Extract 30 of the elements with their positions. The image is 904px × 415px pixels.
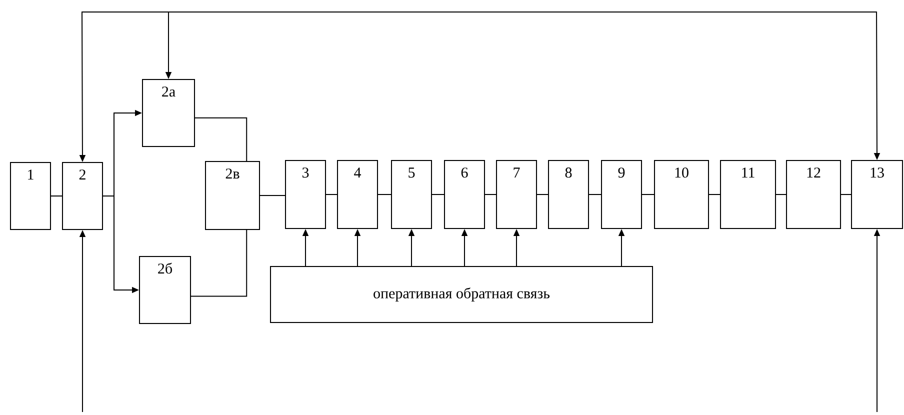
process-box: 10 bbox=[654, 160, 709, 229]
process-box: 7 bbox=[496, 160, 537, 229]
process-box: 5 bbox=[391, 160, 432, 229]
process-box: 2в bbox=[205, 161, 260, 230]
process-box: 2а bbox=[142, 79, 195, 147]
process-box: 11 bbox=[720, 160, 776, 229]
connector-line bbox=[776, 194, 786, 195]
connector-line bbox=[378, 194, 392, 195]
process-box: 2 bbox=[62, 162, 103, 230]
process-box: 1 bbox=[10, 162, 51, 230]
process-box: 9 bbox=[601, 160, 642, 229]
feedback-box: оперативная обратная связь bbox=[270, 266, 653, 323]
connector-line bbox=[642, 194, 654, 195]
process-box: 8 bbox=[548, 160, 589, 229]
connector-line bbox=[536, 194, 548, 195]
connector-line bbox=[432, 194, 444, 195]
connector-line bbox=[840, 194, 852, 195]
connector-line bbox=[260, 195, 286, 196]
process-box: 13 bbox=[851, 160, 904, 229]
connector-line bbox=[484, 194, 496, 195]
connector-line bbox=[194, 117, 248, 162]
process-box: 2б bbox=[139, 256, 191, 324]
process-box: 6 bbox=[444, 160, 485, 229]
connector-line bbox=[708, 194, 720, 195]
connector-line bbox=[190, 228, 248, 297]
process-box: 12 bbox=[786, 160, 841, 229]
connector-line bbox=[588, 194, 602, 195]
process-box: 3 bbox=[285, 160, 326, 229]
process-box: 4 bbox=[337, 160, 378, 229]
connector-line bbox=[326, 194, 338, 195]
